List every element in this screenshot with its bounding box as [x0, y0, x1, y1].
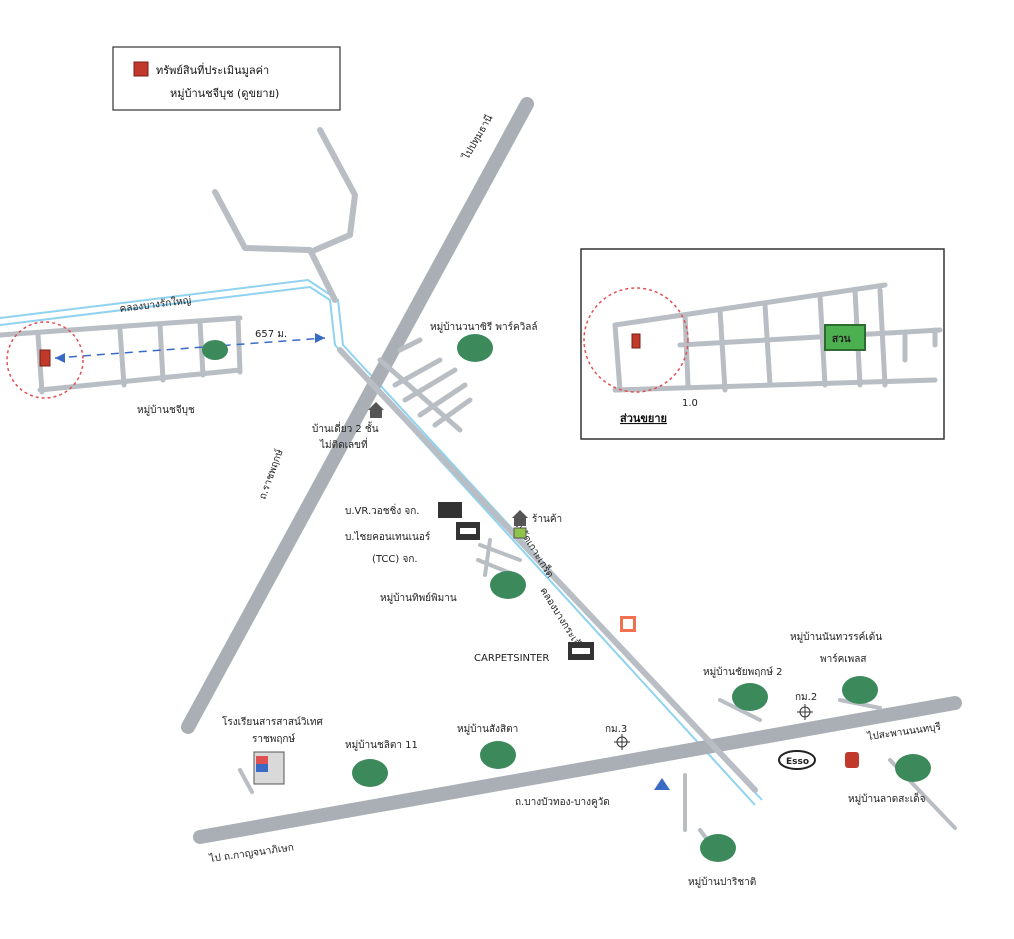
gas-station-icon: Esso	[778, 750, 816, 770]
label-km3: กม.3	[605, 724, 627, 735]
inset-title: ส่วนขยาย	[620, 412, 667, 425]
house-icon	[368, 402, 384, 418]
building-icon-orange	[620, 616, 636, 632]
label-canal: คลองบางรักใหญ่	[119, 294, 192, 315]
road-wat	[337, 347, 758, 793]
inset-property-marker	[631, 333, 641, 349]
label-village-sangsita: หมู่บ้านสังสิตา	[457, 723, 518, 735]
tree-icon-latsadet	[895, 754, 931, 782]
label-village-chalita: หมู่บ้านชลิตา 11	[345, 739, 418, 751]
roads-village-thip	[476, 538, 522, 577]
factory-icon-vr	[438, 502, 462, 518]
distance-line: 657 ม.	[54, 329, 326, 363]
distance-label: 657 ม.	[255, 329, 287, 340]
tree-icon-nanthawan	[842, 676, 878, 704]
ptt-icon	[654, 778, 670, 790]
label-to-pathum: ไปปทุมธานี	[460, 113, 496, 163]
tree-icon-parichat	[700, 834, 736, 862]
main-road-ratchaphruek	[181, 97, 534, 734]
label-village-chaiyaphruek2: หมู่บ้านชัยพฤกษ์ 2	[703, 666, 782, 678]
legend-line1: ทรัพย์สินที่ประเมินมูลค่า	[156, 62, 269, 77]
label-shop: ร้านค้า	[532, 513, 562, 525]
tree-icon-thip	[490, 571, 526, 599]
label-tcc-co: บ.ไชยคอนเทนเนอร์	[345, 531, 431, 543]
label-village-parichat: หมู่บ้านปาริชาติ	[688, 876, 756, 888]
label-carpets: CARPETSINTER	[474, 653, 549, 664]
label-village-nanthawan: หมู่บ้านนันทวรรค์เด้น	[790, 631, 882, 643]
inset-map: สวน 1.0 ส่วนขยาย	[580, 248, 945, 440]
legend: ทรัพย์สินที่ประเมินมูลค่า หมู่บ้านชจีบุช…	[112, 46, 341, 111]
school-icon	[253, 751, 285, 785]
tree-icon-chaiyaphruek2	[732, 683, 768, 711]
roads-top	[212, 127, 358, 303]
label-village-thip: หมู่บ้านทิพย์พิมาน	[380, 592, 457, 604]
flag-icon	[845, 752, 859, 768]
property-marker-icon	[133, 61, 149, 77]
label-village-nasiri: หมู่บ้านวนาซิรี พาร์ควิลล์	[430, 321, 538, 333]
inset-park-label: สวน	[832, 334, 851, 345]
inset-park	[824, 324, 866, 351]
legend-line2: หมู่บ้านชจีบุช (ดูขยาย)	[170, 87, 279, 100]
km3-marker-icon	[614, 734, 630, 750]
label-village-property: หมู่บ้านชจีบุช	[137, 404, 195, 416]
km2-marker-icon	[797, 704, 813, 720]
label-km2: กม.2	[795, 692, 817, 703]
inset-marker-label: 1.0	[682, 398, 698, 409]
label-school: โรงเรียนสารสาสน์วิเทศ	[222, 715, 323, 728]
label-school-sub: ราชพฤกษ์	[252, 733, 295, 745]
label-to-nonthaburi: ไปสะพานนนทบุรี	[866, 721, 942, 743]
tree-icon-village-left	[202, 340, 228, 360]
tree-icon-chalita	[352, 759, 388, 787]
label-ratchaphruek: ถ.ราชพฤกษ์	[257, 447, 286, 501]
label-vr-co: บ.VR.วอชชิ่ง จก.	[345, 503, 420, 517]
property-marker	[39, 349, 51, 367]
esso-label: Esso	[786, 757, 809, 767]
property-circle	[6, 321, 84, 399]
shop-icon	[512, 510, 528, 539]
inset-property-circle	[583, 287, 689, 393]
label-tcc-sub: (TCC) จก.	[372, 554, 418, 565]
label-village-latsadet: หมู่บ้านลาดสะเด็จ	[848, 791, 926, 805]
factory-icon-tcc	[456, 522, 480, 540]
roads-village-left	[0, 315, 243, 395]
label-house-2floor: บ้านเดี่ยว 2 ชั้น	[312, 421, 379, 435]
label-village-nanthawan-sub: พาร์คเพลส	[820, 653, 867, 665]
main-road-bangbuathong	[193, 696, 962, 844]
label-to-kanchana: ไป ถ.กาญจนาภิเษก	[208, 841, 295, 865]
tree-icon-nasiri	[457, 334, 493, 362]
label-house-2floor-sub: ไม่ติดเลขที่	[319, 437, 368, 451]
factory-icon-carpets	[568, 642, 594, 660]
tree-icon-sangsita	[480, 741, 516, 769]
label-bangbuathong: ถ.บางบัวทอง-บางคูวัด	[515, 797, 610, 808]
roads-village-nasiri	[377, 337, 473, 433]
